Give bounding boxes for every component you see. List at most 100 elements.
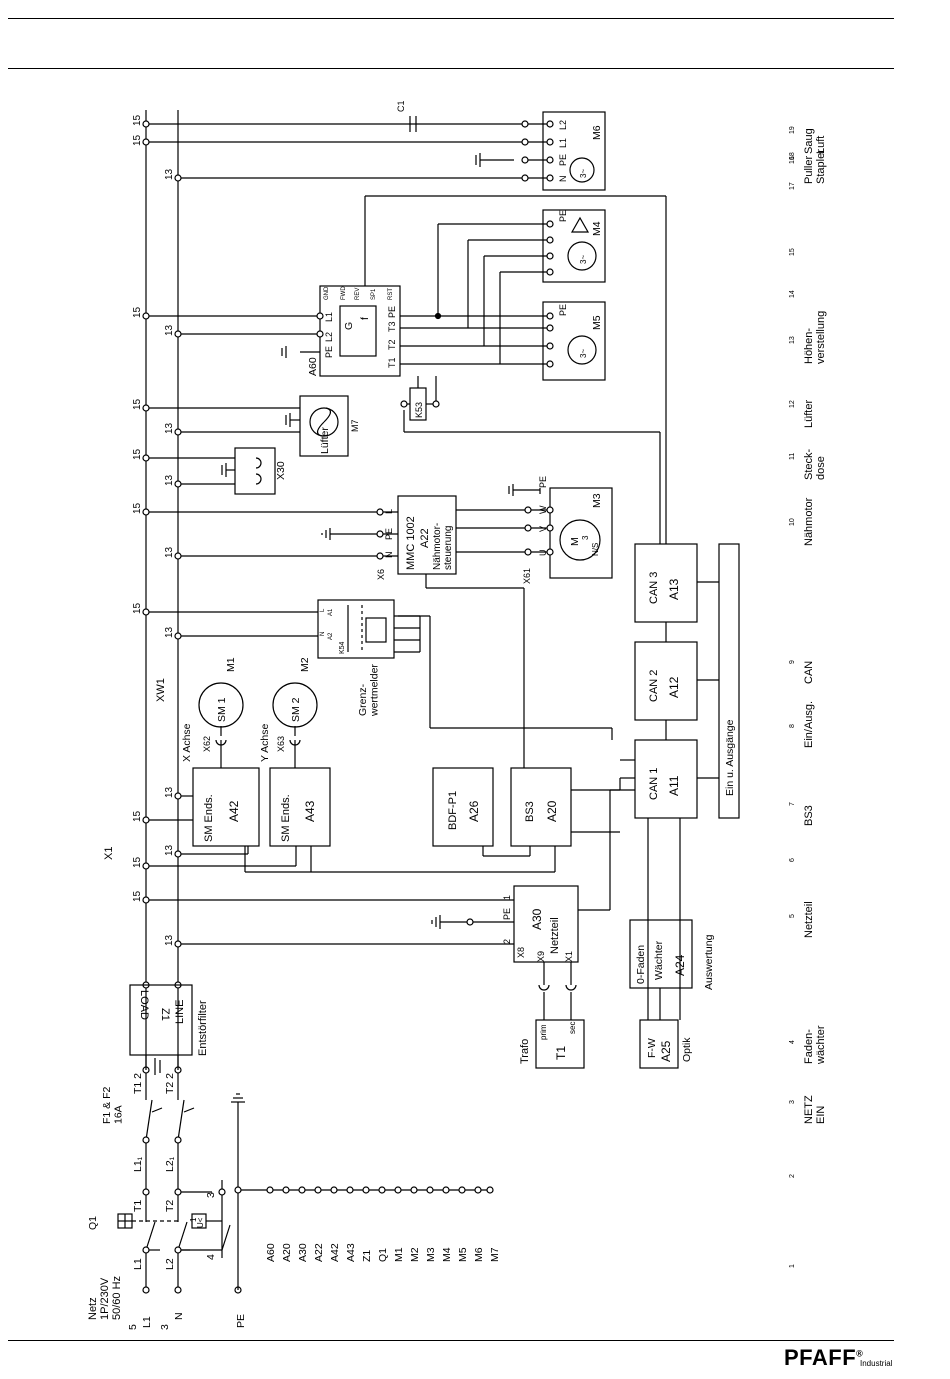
pin1-label: 1 <box>189 1217 198 1222</box>
m5-three: 3~ <box>579 349 588 358</box>
a26-id: A26 <box>467 800 481 822</box>
mains-n5: 5 <box>127 1324 139 1330</box>
header-rule <box>8 68 894 69</box>
m1-id: M1 <box>225 657 237 672</box>
pe-destination: A43 <box>345 1243 357 1262</box>
a24-l1: 0-Faden <box>635 945 647 984</box>
bus-label-15: 15 <box>132 810 143 822</box>
a60-pe2: PE <box>387 306 397 318</box>
m6-terminals <box>521 120 554 182</box>
a60-l2: L2 <box>324 332 334 342</box>
a22-name: Nähmotor-steuerung <box>432 523 454 570</box>
filter-line: LINE <box>174 1000 186 1024</box>
l1b-label: L1 <box>132 1258 144 1270</box>
m6-l2: L2 <box>558 120 568 130</box>
a22-pe: PE <box>384 528 394 540</box>
bus-label-13: 13 <box>164 934 175 946</box>
m7-id: M7 <box>350 419 360 432</box>
a42-a43-wiring <box>244 846 556 873</box>
a30-x8: X8 <box>516 947 526 958</box>
column-label: Ein/Ausg. <box>803 701 815 748</box>
t1-sec: sec <box>568 1022 577 1034</box>
column-label: PullerStapler <box>803 149 827 184</box>
pin4-label: 4 <box>205 1254 217 1260</box>
column-number: 16 <box>789 156 796 164</box>
a60-rev: REV <box>355 288 361 300</box>
m3-terminals <box>524 506 554 556</box>
a22-title: MMC 1002 <box>405 516 417 570</box>
column-number: 4 <box>789 1040 796 1044</box>
column-number: 10 <box>789 518 796 526</box>
a43-conn: X63 <box>276 736 286 752</box>
m3-ns: N/S <box>591 543 600 556</box>
a25-label: Optik <box>681 1037 693 1062</box>
can-modules <box>364 195 740 1020</box>
a30-terminals <box>466 918 474 926</box>
bus-label-15: 15 <box>132 134 143 146</box>
filter-label: Entstörfilter <box>197 1000 209 1056</box>
a30-x1: X1 <box>564 951 574 962</box>
a30-p1: 1 <box>502 895 512 900</box>
column-number: 14 <box>789 290 796 298</box>
bus-taps <box>146 123 525 945</box>
q1-label: Q1 <box>87 1216 99 1230</box>
a42-title: SM Ends. <box>203 794 215 842</box>
a60-g: G <box>343 322 355 330</box>
pe-destination: A30 <box>297 1243 309 1262</box>
bus-label-15: 15 <box>132 448 143 460</box>
a12-title: CAN 2 <box>648 670 660 702</box>
a26-box <box>432 767 531 857</box>
column-number: 3 <box>789 1100 796 1104</box>
pe-destination: A22 <box>313 1243 325 1262</box>
a25-l1: F-W <box>646 1038 658 1058</box>
pe-destination: Z1 <box>361 1250 373 1262</box>
a60-id: A60 <box>307 357 319 376</box>
mains-n: N <box>173 1312 185 1320</box>
m7-name: Lüfter <box>319 427 331 454</box>
a60-pe: PE <box>324 346 334 358</box>
m3-id: M3 <box>591 493 603 508</box>
a20-id: A20 <box>545 800 559 822</box>
k54-relay <box>317 599 421 659</box>
bus-label-15: 15 <box>132 306 143 318</box>
a11-id: A11 <box>667 775 681 796</box>
a60-t1: T1 <box>387 357 397 368</box>
m4-three: 3~ <box>579 255 588 264</box>
column-label: Steck-dose <box>803 448 827 480</box>
pe-destination: Q1 <box>377 1248 389 1262</box>
a12-id: A12 <box>667 676 681 698</box>
bus-label-15: 15 <box>132 856 143 868</box>
k53-relay <box>404 376 437 421</box>
m3-u: U <box>538 550 548 557</box>
pe-destination: M2 <box>409 1247 421 1262</box>
a42-id: A42 <box>227 800 241 822</box>
bus-label-13: 13 <box>164 786 175 798</box>
a24-id: A24 <box>673 954 687 976</box>
a60-t2: T2 <box>387 339 397 350</box>
a60-f: f <box>359 317 371 320</box>
column-label: BS3 <box>803 805 815 826</box>
m4-id: M4 <box>591 221 603 236</box>
filter-name: Z1 <box>159 1008 171 1021</box>
pe-terminals <box>234 1186 494 1194</box>
a42-axis: X Achse <box>181 723 193 762</box>
m7-fan <box>285 395 349 457</box>
mains-pe: PE <box>235 1314 247 1328</box>
mains-section <box>117 985 231 1290</box>
k54-a1: A1 <box>328 608 334 616</box>
t2-label: T2 <box>164 1200 176 1212</box>
a60-sp1: SP1 <box>371 288 377 300</box>
a25-id: A25 <box>659 1040 673 1062</box>
a13-title: CAN 3 <box>648 572 660 604</box>
bus-terminals <box>142 120 182 948</box>
t1-id: T1 <box>554 1046 568 1060</box>
bus-label-13: 13 <box>164 546 175 558</box>
pe-destination: A60 <box>265 1243 277 1262</box>
top-rule <box>8 18 894 19</box>
bus-label-13: 13 <box>164 474 175 486</box>
column-number: 12 <box>789 400 796 408</box>
pe-destination: M1 <box>393 1247 405 1262</box>
pe-destination: M7 <box>489 1247 501 1262</box>
